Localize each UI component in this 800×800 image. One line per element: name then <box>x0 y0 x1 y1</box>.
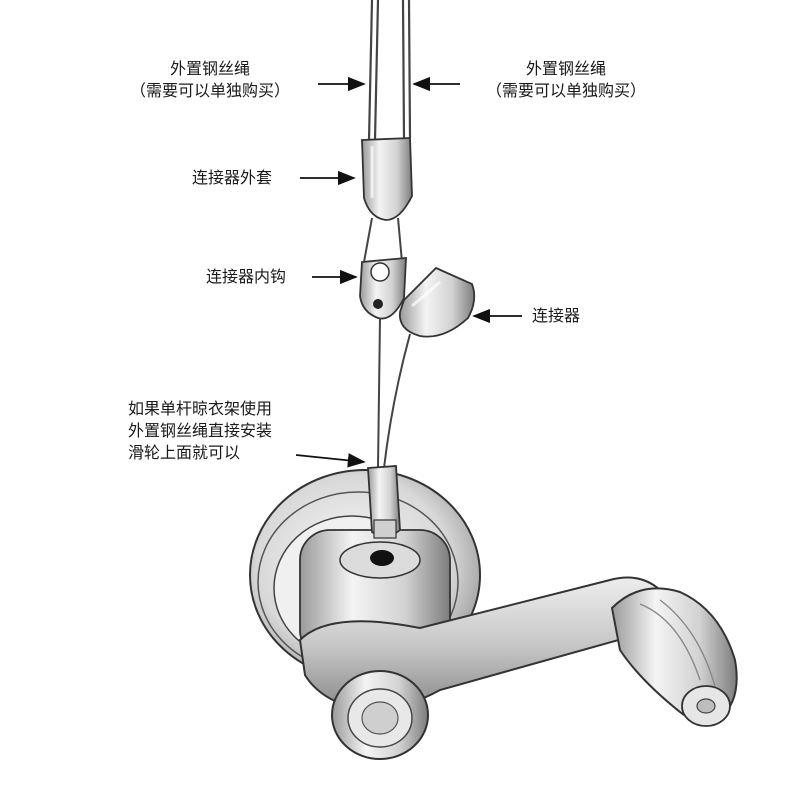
label-note-line1: 如果单杆晾衣架使用 <box>128 399 273 418</box>
label-note: 如果单杆晾衣架使用 外置钢丝绳直接安装 滑轮上面就可以 <box>128 398 272 464</box>
label-note-line2: 外置钢丝绳直接安装 <box>128 421 273 440</box>
label-left-cable-line1: 外置钢丝绳 <box>169 59 250 78</box>
steel-cables <box>367 0 412 141</box>
connector-part <box>398 266 476 338</box>
arrow-note <box>295 453 366 468</box>
connector-sleeve-part <box>361 137 413 221</box>
label-note-line3: 滑轮上面就可以 <box>128 443 241 462</box>
annotation-arrows <box>295 76 522 468</box>
crank-hub <box>331 670 429 760</box>
sleeve-to-hook-wires <box>363 217 403 263</box>
label-left-cable-line2: （需要可以单独购买） <box>129 81 290 100</box>
label-connector-sleeve: 连接器外套 <box>192 168 273 187</box>
connector-inner-hook-part <box>359 257 407 320</box>
label-connector: 连接器 <box>532 306 581 325</box>
label-right-cable: 外置钢丝绳 （需要可以单独购买） <box>466 58 666 102</box>
label-right-cable-line2: （需要可以单独购买） <box>485 81 646 100</box>
pulley-wire-clamp <box>367 465 401 539</box>
lower-wires <box>377 317 411 469</box>
label-connector-inner-hook: 连接器内钩 <box>206 267 287 286</box>
label-left-cable: 外置钢丝绳 （需要可以单独购买） <box>110 58 310 102</box>
label-right-cable-line1: 外置钢丝绳 <box>525 59 606 78</box>
